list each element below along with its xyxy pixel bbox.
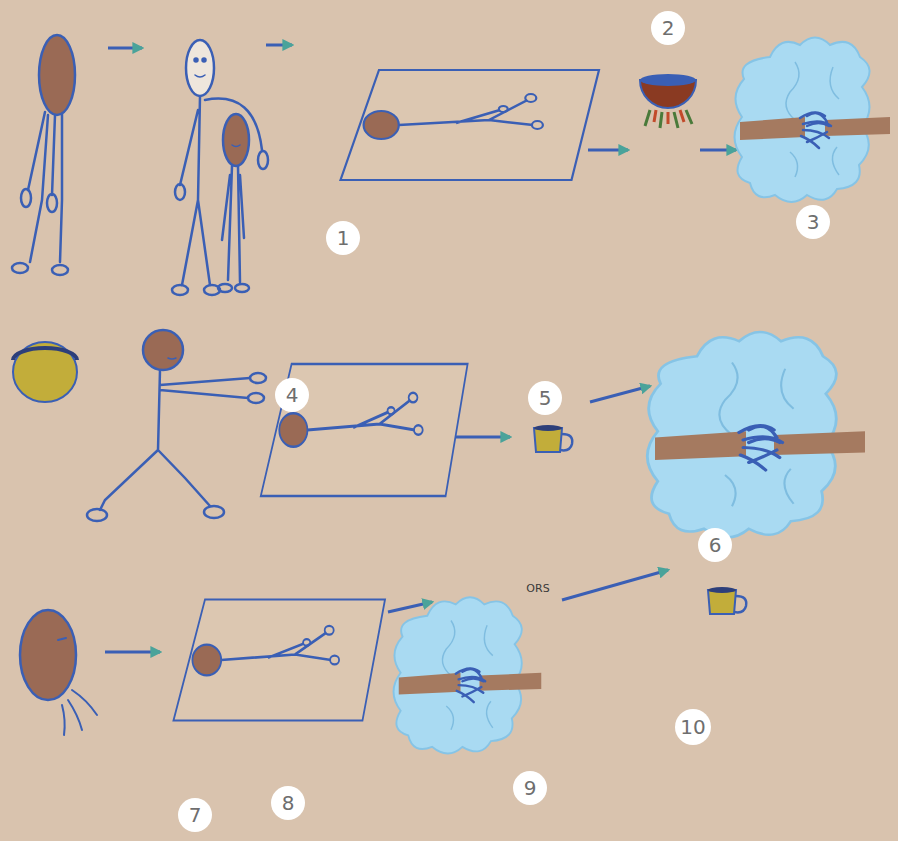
carrying-person — [203, 59, 206, 62]
carrying-person — [235, 284, 249, 292]
ill-person — [12, 35, 75, 275]
hand-washing — [394, 38, 890, 754]
kneeling-person — [143, 330, 183, 370]
callout-number: 6 — [698, 528, 732, 562]
callout-number: 1 — [326, 221, 360, 255]
callout-number: 8 — [271, 786, 305, 820]
lying-person-mat — [261, 364, 468, 496]
kneeling-person — [87, 330, 266, 521]
carrying-person — [218, 284, 232, 292]
cooking-pot — [640, 74, 696, 128]
arrows — [588, 149, 628, 152]
carrying-person — [232, 145, 240, 147]
carrying-person — [186, 40, 214, 96]
vomiting-face — [20, 610, 97, 735]
arrows — [105, 651, 160, 654]
ill-person — [39, 35, 75, 115]
arrows — [388, 602, 432, 612]
callout-number: 9 — [513, 771, 547, 805]
cup — [534, 425, 746, 614]
bowl — [13, 342, 77, 402]
arrows — [562, 570, 668, 600]
kneeling-person — [204, 506, 224, 518]
carrying-person — [175, 184, 185, 200]
ill-person — [21, 189, 31, 207]
kneeling-person — [87, 509, 107, 521]
arrows — [590, 386, 650, 402]
kneeling-person — [168, 358, 176, 359]
arrows — [105, 45, 736, 652]
lying-person-mat — [174, 70, 600, 721]
kneeling-person — [250, 373, 266, 383]
callout-number: 7 — [178, 798, 212, 832]
bowl — [13, 342, 77, 402]
ill-person — [28, 112, 62, 262]
ill-person — [52, 265, 68, 275]
carrying-person — [222, 166, 244, 282]
hand-washing — [394, 597, 542, 753]
callout-number: 3 — [796, 205, 830, 239]
kneeling-person — [248, 393, 264, 403]
carrying-person — [195, 59, 198, 62]
carrying-person — [172, 40, 268, 295]
vomiting-face — [62, 690, 97, 735]
vomiting-face — [58, 638, 66, 640]
callout-number: 2 — [651, 11, 685, 45]
text-label: ORS — [523, 581, 552, 596]
callout-number: 5 — [528, 381, 562, 415]
lying-person-mat — [341, 70, 600, 180]
cooking-pot — [640, 74, 696, 86]
bowl — [13, 348, 77, 360]
vomiting-face — [20, 610, 76, 700]
cooking-pot — [654, 110, 684, 124]
callout-number: 4 — [275, 378, 309, 412]
carrying-person — [172, 285, 188, 295]
cooking-pot — [645, 110, 692, 128]
lying-person-mat — [174, 600, 386, 721]
arrows — [108, 47, 142, 50]
ill-person — [47, 194, 57, 212]
ill-person — [12, 263, 28, 273]
hand-washing — [735, 38, 891, 203]
kneeling-person — [100, 370, 250, 510]
carrying-person — [180, 96, 262, 285]
arrows — [266, 44, 292, 47]
carrying-person — [195, 75, 205, 77]
callout-number: 10 — [675, 709, 711, 745]
cup — [708, 587, 746, 614]
arrows — [455, 436, 510, 439]
carrying-person — [258, 151, 268, 169]
cup — [534, 425, 572, 452]
carrying-person — [223, 114, 249, 166]
hand-washing — [647, 332, 865, 538]
arrows — [700, 149, 736, 152]
